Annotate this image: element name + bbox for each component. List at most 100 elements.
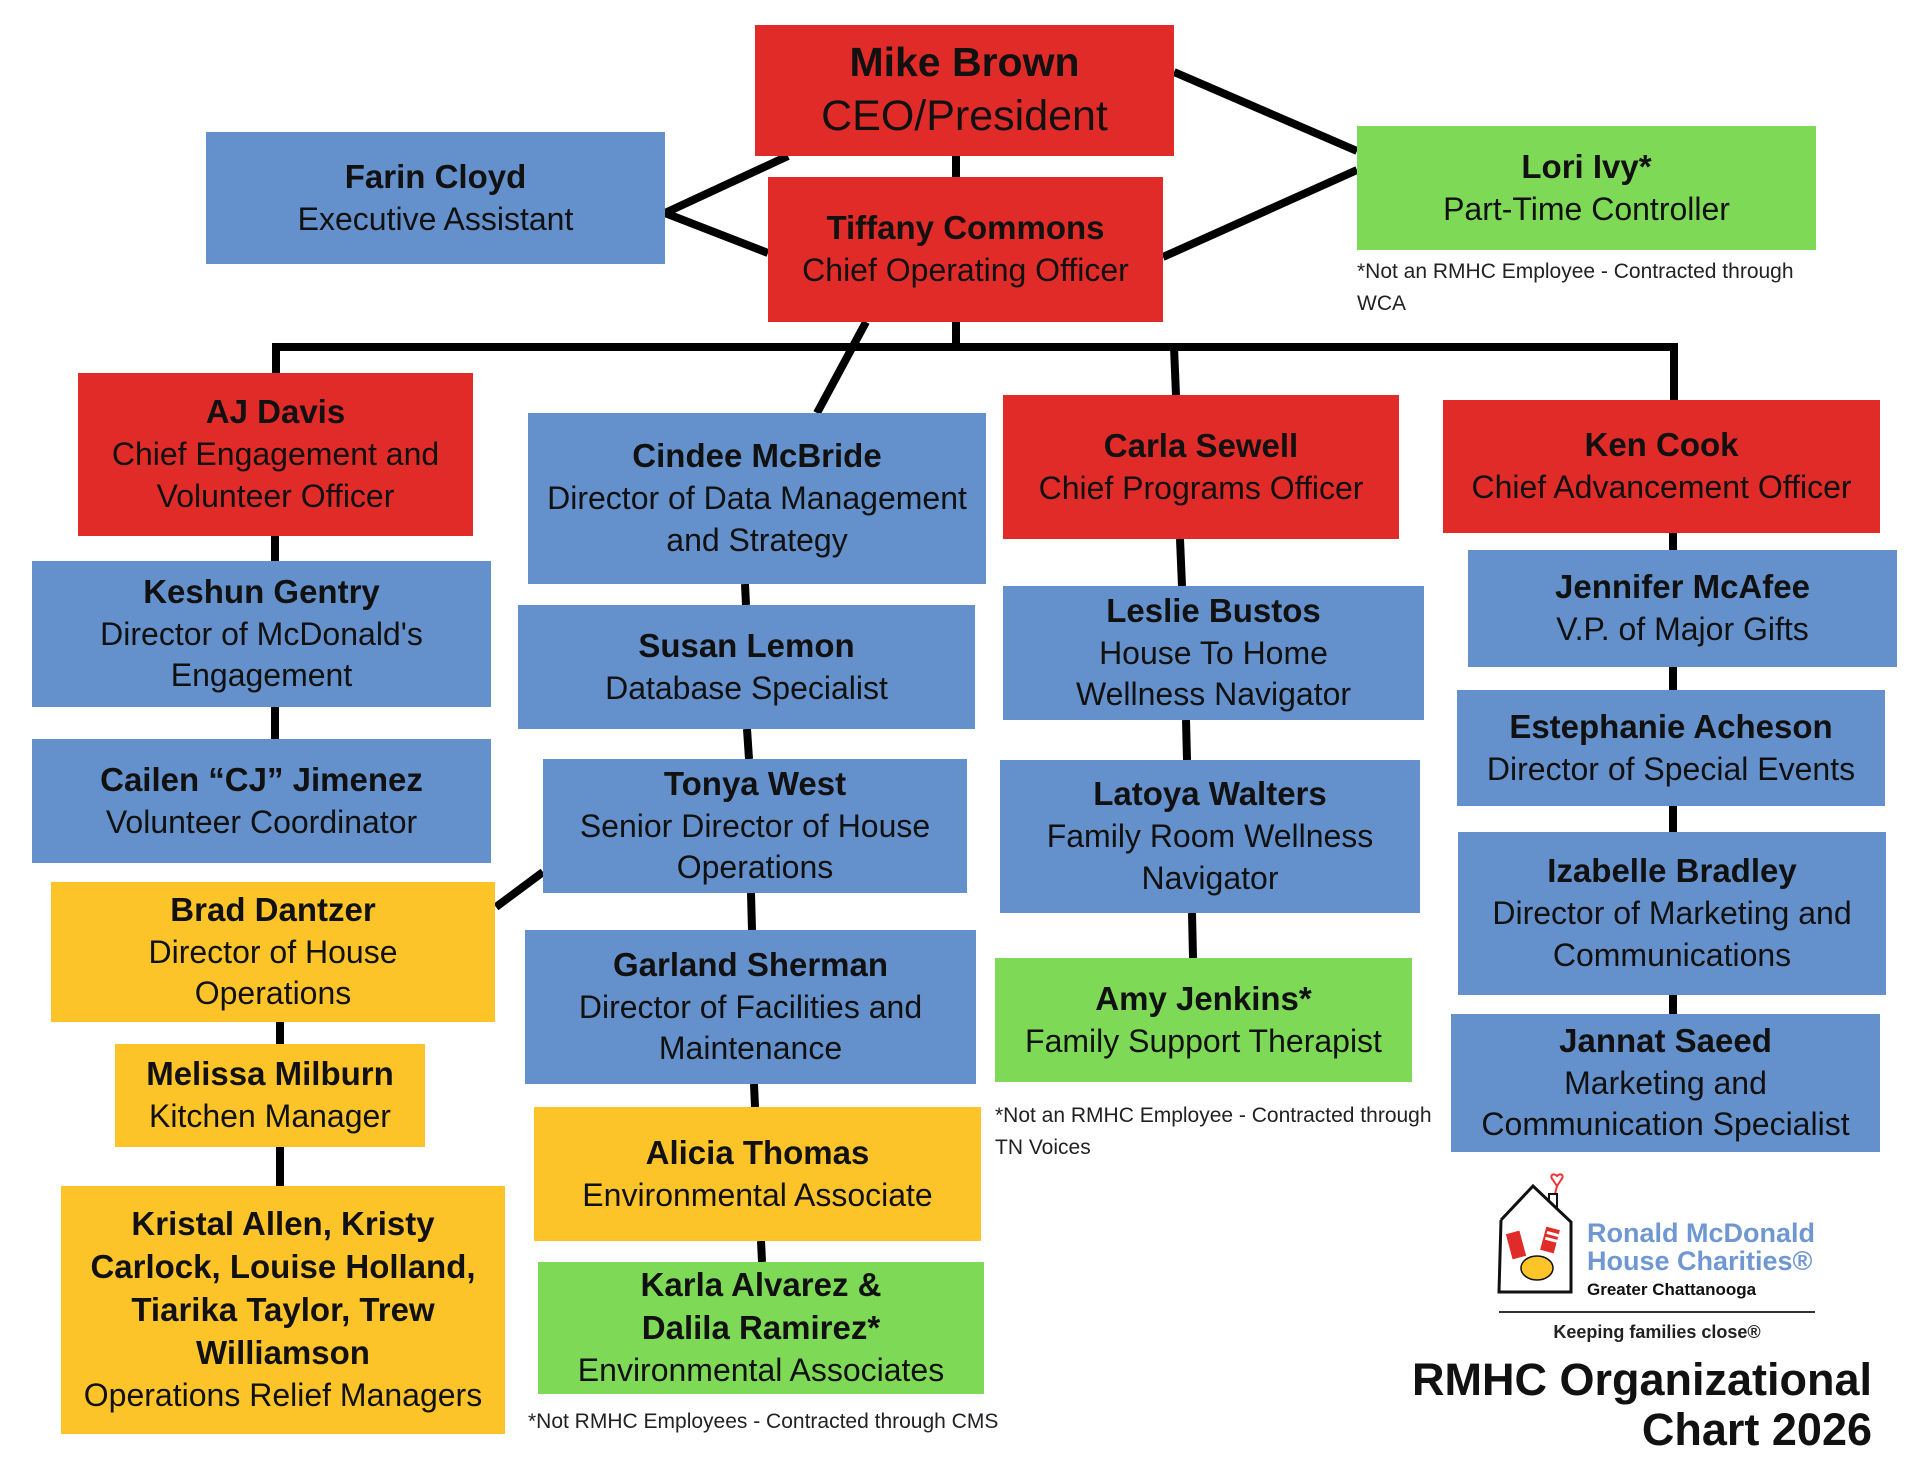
person-role: Chief Advancement Officer: [1471, 469, 1852, 506]
footnote-controller: *Not an RMHC Employee - Contracted throu…: [1357, 260, 1794, 315]
connector-alicia-karla: [757, 1240, 766, 1263]
connector-cindee-susan: [741, 583, 750, 606]
person-role: Chief Engagement and Volunteer Officer: [111, 436, 440, 514]
logo-tagline: Keeping families close®: [1553, 1322, 1761, 1342]
person-name: Jennifer McAfee: [1555, 568, 1810, 606]
org-box-coo: Tiffany Commons Chief Operating Officer: [768, 177, 1163, 322]
org-box-chief-engagement: AJ Davis Chief Engagement and Volunteer …: [78, 373, 473, 536]
connector-tonya-brad: [493, 868, 546, 911]
person-name: Garland Sherman: [612, 945, 889, 983]
org-box-special-events: Estephanie Acheson Director of Special E…: [1457, 690, 1885, 806]
person-name: Melissa Milburn: [146, 1055, 394, 1093]
chart-title-line1: RMHC Organizational: [1411, 1354, 1872, 1405]
org-box-volunteer-coordinator: Cailen “CJ” Jimenez Volunteer Coordinato…: [32, 739, 491, 863]
logo-text-line1: Ronald McDonald: [1587, 1218, 1815, 1248]
org-box-chief-programs: Carla Sewell Chief Programs Officer: [1003, 395, 1399, 539]
person-role: Kitchen Manager: [149, 1098, 391, 1135]
person-name: Farin Cloyd: [344, 157, 527, 195]
person-role: Part-Time Controller: [1443, 190, 1730, 227]
person-name: Mike Brown: [849, 38, 1080, 85]
person-name: Cindee McBride: [632, 437, 882, 475]
person-name: Lori Ivy*: [1521, 147, 1652, 185]
person-name: Carla Sewell: [1103, 426, 1299, 464]
person-role: Environmental Associate: [582, 1176, 933, 1213]
connector-mike-farin: [663, 152, 790, 217]
person-role: Senior Director of House Operations: [579, 807, 931, 886]
connector-susan-tonya: [743, 728, 753, 760]
person-role: Director of House Operations: [148, 933, 398, 1012]
person-role: Director of Facilities and Maintenance: [578, 988, 923, 1067]
person-role: Operations Relief Managers: [83, 1376, 483, 1413]
footnote-therapist: *Not an RMHC Employee - Contracted throu…: [995, 1104, 1432, 1159]
person-name: Susan Lemon: [638, 626, 855, 664]
connector-carla-leslie: [1176, 538, 1186, 587]
person-role: House To Home Wellness Navigator: [1075, 634, 1352, 713]
org-box-family-support-therapist: Amy Jenkins* Family Support Therapist: [995, 958, 1412, 1082]
person-name: Kristal Allen, Kristy Carlock, Louise Ho…: [90, 1205, 476, 1372]
org-box-family-room: Latoya Walters Family Room Wellness Navi…: [1000, 760, 1420, 913]
org-box-controller: Lori Ivy* Part-Time Controller: [1357, 126, 1816, 250]
org-box-data-management: Cindee McBride Director of Data Manageme…: [528, 413, 986, 584]
connector-latoya-amy: [1188, 912, 1197, 959]
connector-tiffany-cindee: [813, 320, 870, 415]
person-role: Family Room Wellness Navigator: [1046, 818, 1374, 896]
footnote-environmental: *Not RMHC Employees - Contracted through…: [528, 1410, 999, 1433]
person-name: Latoya Walters: [1093, 775, 1327, 813]
org-box-environmental-associate: Alicia Thomas Environmental Associate: [534, 1107, 981, 1241]
org-box-house-to-home: Leslie Bustos House To Home Wellness Nav…: [1003, 586, 1424, 720]
person-role: V.P. of Major Gifts: [1556, 611, 1809, 648]
org-box-marketing-specialist: Jannat Saeed Marketing and Communication…: [1451, 1014, 1880, 1152]
org-box-senior-house-operations: Tonya West Senior Director of House Oper…: [543, 759, 967, 893]
person-name: Alicia Thomas: [645, 1133, 870, 1171]
org-box-relief-managers: Kristal Allen, Kristy Carlock, Louise Ho…: [61, 1186, 505, 1434]
connector-farin-tiffany: [663, 209, 770, 257]
org-box-database-specialist: Susan Lemon Database Specialist: [518, 605, 975, 729]
logo-text-line3: Greater Chattanooga: [1587, 1280, 1757, 1299]
person-name: Brad Dantzer: [170, 890, 376, 928]
chart-title: RMHC Organizational Chart 2026: [1412, 1355, 1872, 1454]
connector-mike-lori: [1172, 68, 1359, 155]
person-role: Executive Assistant: [297, 200, 574, 237]
person-role: Director of Special Events: [1486, 750, 1856, 787]
person-role: Director of Marketing and Communications: [1492, 895, 1852, 973]
org-box-house-operations-director: Brad Dantzer Director of House Operation…: [51, 882, 495, 1022]
org-box-ceo: Mike Brown CEO/President: [755, 25, 1174, 156]
person-role: Volunteer Coordinator: [105, 803, 418, 840]
person-name: Jannat Saeed: [1559, 1021, 1772, 1059]
org-box-kitchen-manager: Melissa Milburn Kitchen Manager: [115, 1044, 425, 1147]
person-role: Director of Data Management and Strategy: [547, 480, 967, 558]
person-role: Family Support Therapist: [1025, 1022, 1382, 1059]
connector-bar-carla: [1170, 346, 1180, 396]
person-name: Ken Cook: [1584, 426, 1739, 464]
person-name: Karla Alvarez & Dalila Ramirez*: [640, 1266, 882, 1347]
person-name: Leslie Bustos: [1106, 591, 1321, 629]
org-box-mcdonalds-engagement: Keshun Gentry Director of McDonald's Eng…: [32, 561, 491, 707]
org-box-marketing-director: Izabelle Bradley Director of Marketing a…: [1458, 832, 1886, 995]
person-name: Tiffany Commons: [826, 209, 1105, 247]
house-hands-icon: [1497, 1173, 1573, 1294]
org-box-chief-advancement: Ken Cook Chief Advancement Officer: [1443, 400, 1880, 533]
connector-leslie-latoya: [1182, 719, 1191, 761]
person-role: CEO/President: [821, 92, 1108, 141]
person-role: Environmental Associates: [577, 1352, 945, 1389]
rmhc-logo: Ronald McDonald House Charities® Greater…: [1497, 1172, 1827, 1342]
chart-title-line2: Chart 2026: [1641, 1403, 1872, 1455]
person-name: Izabelle Bradley: [1547, 852, 1797, 890]
connector-tonya-garland: [747, 892, 756, 931]
org-box-environmental-associates: Karla Alvarez & Dalila Ramirez* Environm…: [538, 1262, 984, 1394]
person-name: AJ Davis: [205, 393, 346, 431]
org-box-executive-assistant: Farin Cloyd Executive Assistant: [206, 132, 665, 264]
logo-divider: [1499, 1311, 1815, 1313]
connector-tiffany-lori: [1161, 166, 1359, 261]
person-role: Chief Operating Officer: [802, 252, 1129, 289]
logo-text-line2: House Charities®: [1587, 1246, 1813, 1276]
person-role: Chief Programs Officer: [1038, 469, 1364, 506]
connector-garland-alicia: [750, 1083, 759, 1108]
org-box-major-gifts: Jennifer McAfee V.P. of Major Gifts: [1468, 550, 1897, 667]
person-name: Tonya West: [663, 764, 847, 802]
person-role: Database Specialist: [605, 669, 888, 706]
person-name: Cailen “CJ” Jimenez: [100, 760, 423, 798]
person-name: Keshun Gentry: [143, 572, 380, 610]
person-name: Amy Jenkins*: [1095, 979, 1312, 1017]
